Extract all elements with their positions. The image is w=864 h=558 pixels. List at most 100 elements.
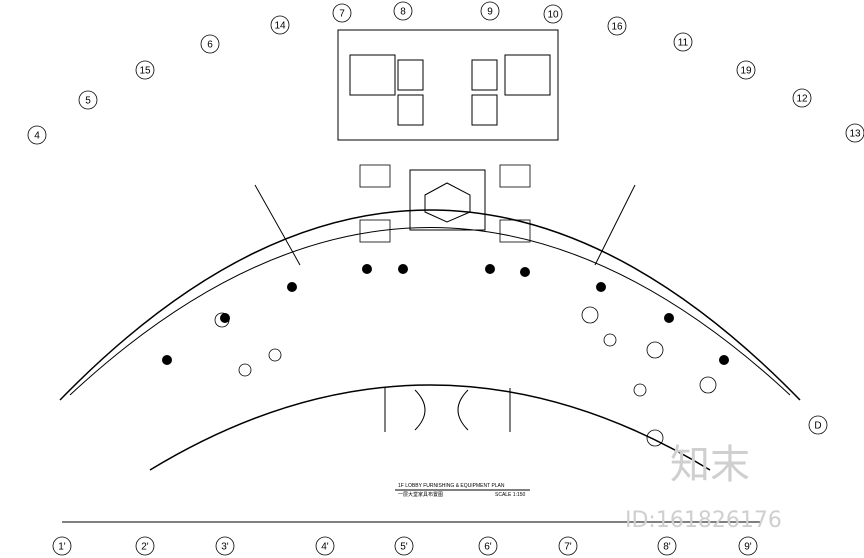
columns [162,264,729,365]
grid-bubble-circle [315,536,335,556]
title-block: 1F LOBBY FURNISHING & EQUIPMENT PLAN 一层大… [395,483,530,498]
stair-right [504,54,551,96]
grid-label: 7' [564,542,572,553]
column [162,355,172,365]
grid-label: 19 [740,66,752,77]
entrance-door-left [414,389,426,431]
side-grid-labels: D [808,415,828,435]
grid-bubble: 5' [394,536,414,556]
grid-label: 15 [139,66,151,77]
grid-bubble-circle [845,123,864,143]
lounge-table [633,383,647,397]
grid-bubble: 15 [135,60,155,80]
grid-bubble-circle [736,60,756,80]
inner-curved-wall [69,227,791,396]
grid-bubble-circle [738,536,758,556]
lounge-table [603,333,617,347]
right-wing-wall [594,184,636,266]
elevator-1 [397,59,424,91]
grid-bubble-circle [135,536,155,556]
grid-label: 10 [547,10,559,21]
grid-label: 8' [663,542,671,553]
grid-bubble: 5 [78,90,98,110]
grid-bubble: 13 [845,123,864,143]
grid-bubble-circle [135,60,155,80]
grid-label: 3' [221,542,229,553]
column [485,264,495,274]
grid-bubble-circle [393,1,413,21]
grid-bubble-circle [200,34,220,54]
grid-bubble-circle [607,16,627,36]
grid-bubble-circle [78,90,98,110]
drawing-subtitle: 一层大堂家具布置图 [398,491,443,498]
grid-label: 1' [58,542,66,553]
grid-bubble: 14 [270,15,290,35]
grid-bubble-circle [808,415,828,435]
drawing-scale: SCALE 1:150 [495,492,526,498]
grid-label: 9' [744,542,752,553]
grid-label: 4' [321,542,329,553]
planter [646,341,664,359]
column [596,282,606,292]
grid-label: 9 [487,7,493,18]
planter [646,429,664,447]
lounge-sofa [359,164,391,188]
grid-bubble: 12 [792,88,812,108]
grid-label: 5' [400,542,408,553]
grid-bubble: 10 [543,4,563,24]
grid-label: 4 [34,131,40,142]
elevator-4 [471,94,498,126]
grid-label: 2' [141,542,149,553]
grid-bubble: 11 [673,32,693,52]
drawing-title: 1F LOBBY FURNISHING & EQUIPMENT PLAN [398,483,505,489]
grid-label: 6 [207,40,213,51]
grid-bubble: 6' [478,536,498,556]
grid-label: 5 [85,96,91,107]
outer-curved-wall [59,209,801,401]
grid-bubble-circle [270,15,290,35]
lounge-table [268,348,282,362]
elevator-3 [397,94,424,126]
column [287,282,297,292]
lounge-table [238,363,252,377]
grid-bubble: D [808,415,828,435]
grid-bubble-circle [657,536,677,556]
grid-bubble: 4' [315,536,335,556]
grid-bubble-circle [673,32,693,52]
lounge-sofa [499,219,531,243]
building-outline [59,29,801,471]
grid-label: 8 [400,7,406,18]
elevator-core [337,29,559,141]
atrium [409,169,486,231]
grid-bubble-circle [543,4,563,24]
grid-bubble: 7 [332,3,352,23]
left-wing-wall [254,184,301,266]
grid-label: 12 [796,94,808,105]
arc-grid-labels: 14 6 15 5 4 16 11 19 12 13 [27,15,864,145]
grid-bubble-circle [394,536,414,556]
planter [214,312,230,328]
stair-left [349,54,396,96]
column [362,264,372,274]
grid-label: 6' [484,542,492,553]
lounge-sofa [359,219,391,243]
grid-label: 13 [849,129,861,140]
elevator-2 [471,59,498,91]
grid-bubble-circle [215,536,235,556]
lounge-sofa [499,164,531,188]
column [520,267,530,277]
column [398,264,408,274]
grid-bubble: 4 [27,125,47,145]
grid-label: 16 [611,22,623,33]
grid-bubble-circle [558,536,578,556]
furniture-groups [214,164,717,447]
grid-label: 7 [339,9,345,20]
grid-bubble: 19 [736,60,756,80]
grid-bubble-circle [478,536,498,556]
grid-label: 14 [274,21,286,32]
grid-label: D [814,421,821,432]
grid-bubble-circle [480,1,500,21]
watermark-brand: 知末 [670,442,750,488]
grid-bubble: 6 [200,34,220,54]
